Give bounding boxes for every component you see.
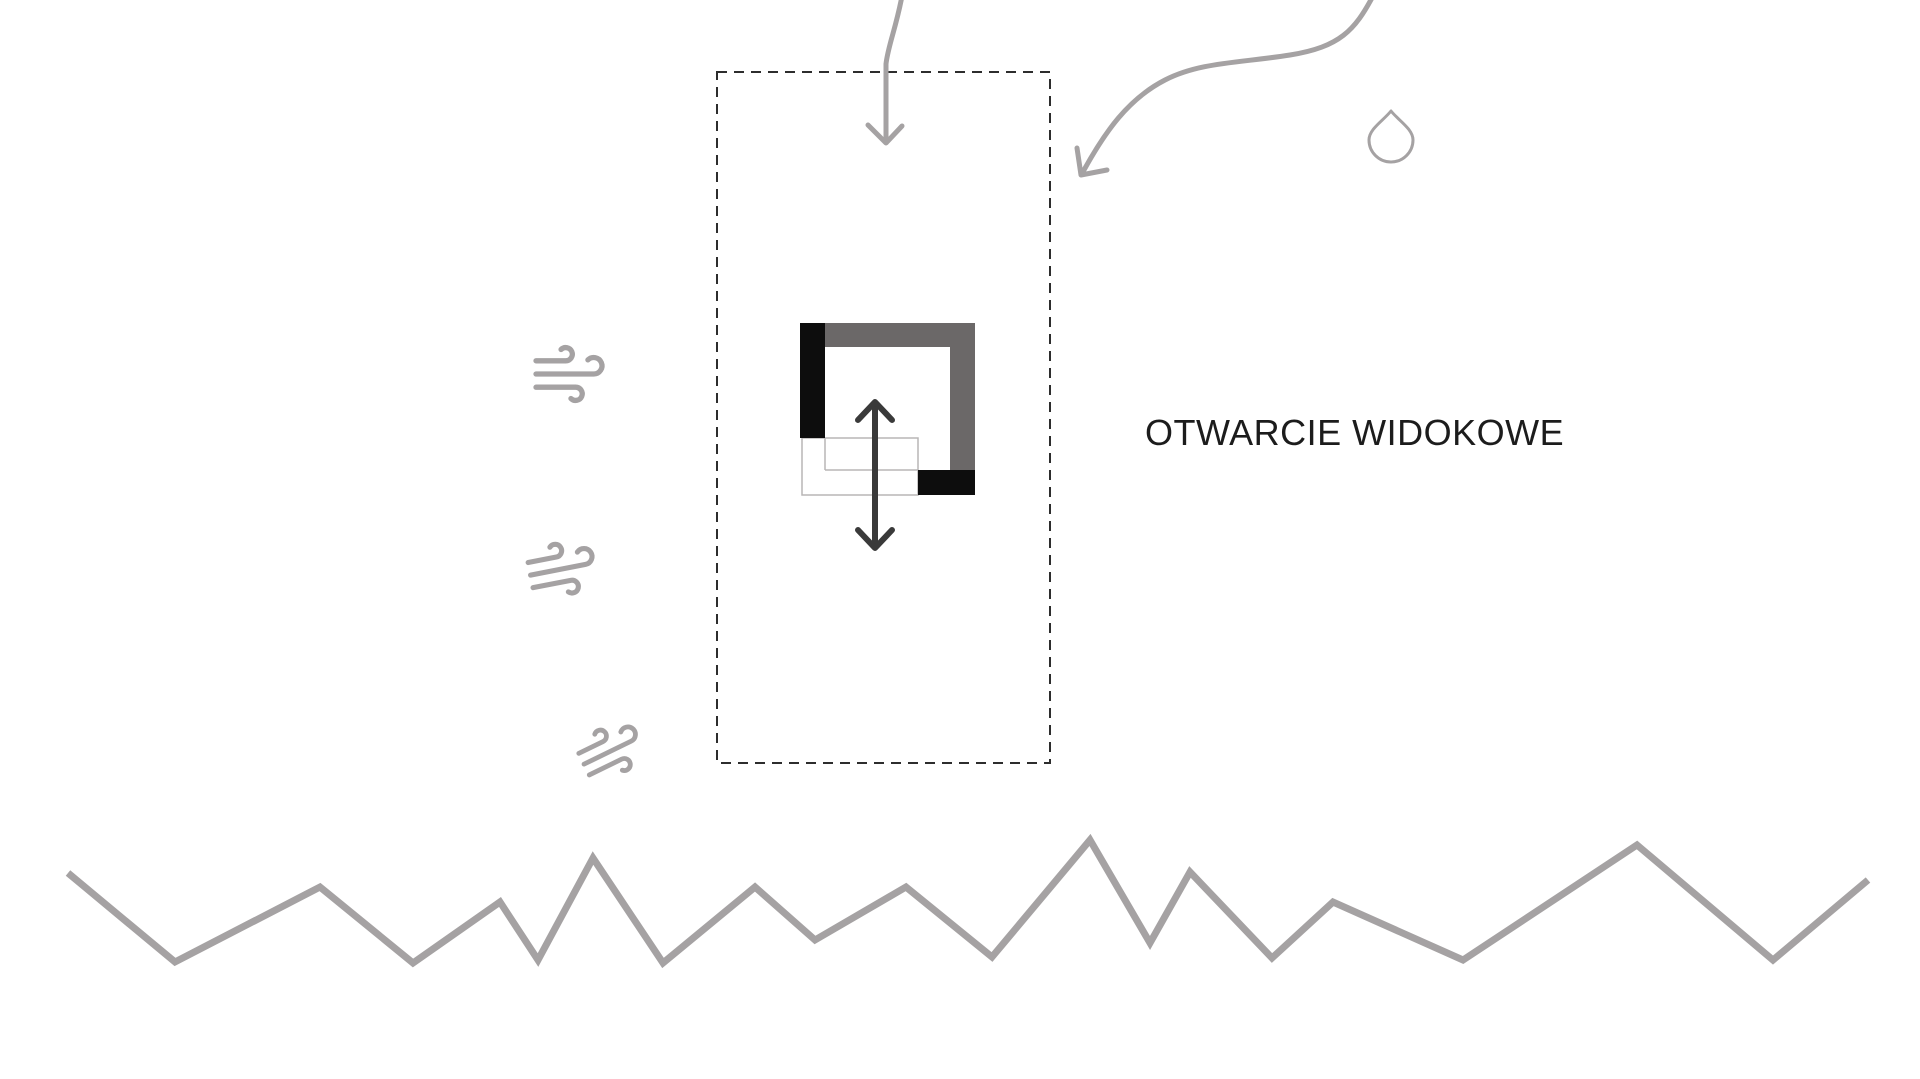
plan-wall-left-black xyxy=(800,323,825,438)
plan-wall-top-gray xyxy=(825,323,975,347)
terrain-zigzag-line xyxy=(65,833,1871,969)
curved-arrow-icon xyxy=(1074,0,1374,178)
view-opening-label: OTWARCIE WIDOKOWE xyxy=(1145,412,1564,453)
down-arrow-icon xyxy=(865,0,905,146)
room-plan-symbol xyxy=(800,323,975,496)
double-headed-arrow-icon xyxy=(855,399,895,551)
wind-icon xyxy=(574,716,649,785)
wind-icon xyxy=(526,538,599,600)
water-drop-icon xyxy=(1367,109,1415,164)
plan-open-wall-outline xyxy=(801,437,919,496)
wind-icon xyxy=(536,348,602,401)
plan-wall-right-gray xyxy=(950,347,975,470)
view-zone-dashed-boundary xyxy=(716,71,1051,764)
plan-wall-bottomright-black xyxy=(918,470,975,495)
